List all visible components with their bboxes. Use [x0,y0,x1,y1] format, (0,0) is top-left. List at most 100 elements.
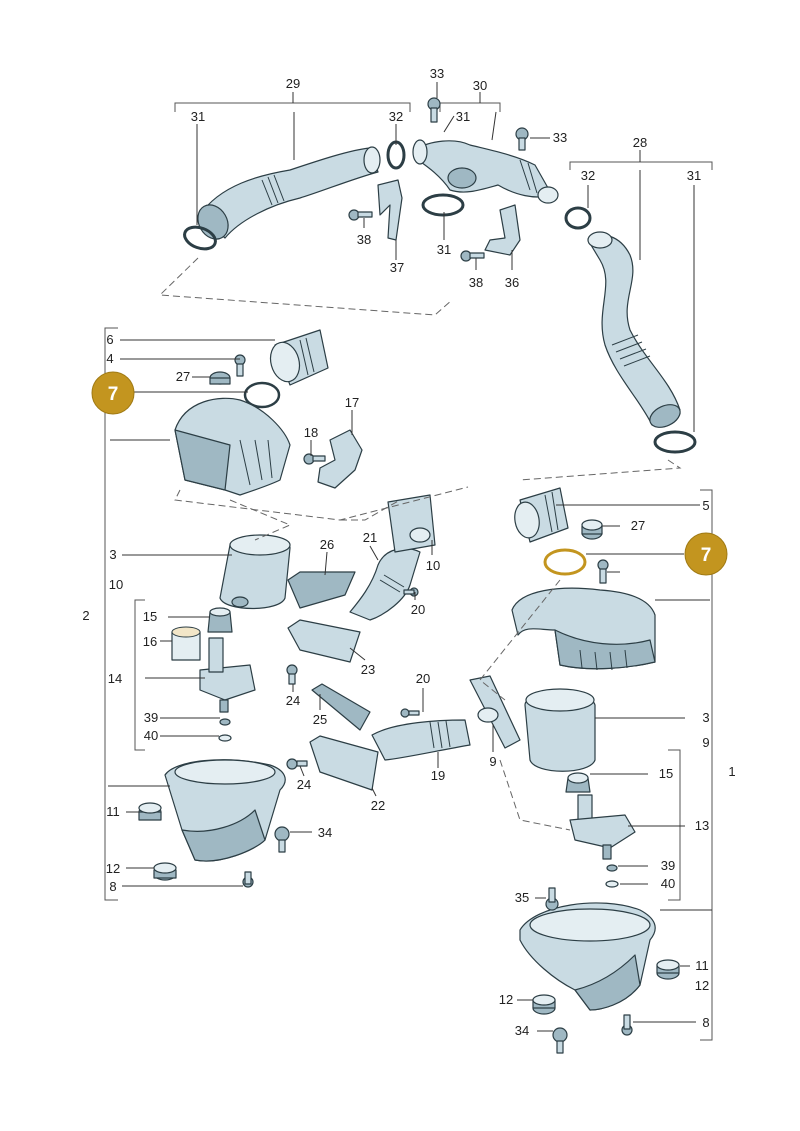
screw-icon [286,664,298,685]
screw-icon [400,708,420,718]
label-15: 15 [659,766,673,781]
label-40: 40 [144,728,158,743]
bracket-22 [309,735,379,791]
label-27: 27 [631,518,645,533]
seal-ring-highlight [543,548,587,576]
callout-7-left: 7 [91,371,135,415]
bolt-icon [348,209,373,221]
grommet-icon [656,959,680,980]
label-14: 14 [108,671,122,686]
intake-duct-21 [349,547,421,621]
label-33: 33 [553,130,567,145]
duct-plate-26 [287,571,356,609]
label-8: 8 [702,1015,709,1030]
svg-text:7: 7 [108,384,119,405]
label-12: 12 [499,992,513,1007]
label-9: 9 [702,735,709,750]
hose-clamp [421,193,465,217]
hose-clamp [564,206,592,230]
svg-text:7: 7 [701,545,712,566]
left-airbox-group [104,327,521,901]
grommet-icon [209,371,231,385]
label-4: 4 [106,351,113,366]
label-31: 31 [456,109,470,124]
label-34: 34 [318,825,332,840]
part-number-labels: 29 30 33 31 32 31 33 28 32 31 38 37 31 3… [82,66,735,1038]
grommet-icon [138,802,162,821]
label-20: 20 [411,602,425,617]
grommet-icon [532,994,556,1015]
label-16: 16 [143,634,157,649]
bolt-icon [427,97,441,123]
label-2: 2 [82,608,89,623]
label-21: 21 [363,530,377,545]
label-32: 32 [389,109,403,124]
hose-clamp [386,140,406,170]
grommet-icon [153,862,177,881]
label-31: 31 [687,168,701,183]
clip-icon [552,1027,568,1054]
screw-icon [242,871,254,888]
label-36: 36 [505,275,519,290]
duct-plate-25 [311,683,371,731]
label-3: 3 [109,547,116,562]
screw-icon [234,354,246,377]
label-12: 12 [695,978,709,993]
label-24: 24 [286,693,300,708]
top-hose-group [158,82,713,481]
grommet-icon [581,519,603,540]
cover-10 [387,494,436,553]
label-1: 1 [728,764,735,779]
bolt-icon [545,887,559,911]
label-13: 13 [695,818,709,833]
label-18: 18 [304,425,318,440]
label-10: 10 [109,577,123,592]
label-6: 6 [106,332,113,347]
screw-icon [597,559,609,584]
valve-14 [199,664,256,701]
label-28: 28 [633,135,647,150]
intake-hose-28 [587,234,681,426]
bolt-icon [515,127,529,151]
screw-icon [286,758,308,770]
bracket-37 [377,179,403,241]
hose-clamp [183,225,217,251]
label-37: 37 [390,260,404,275]
label-11: 11 [695,958,709,973]
label-32: 32 [581,168,595,183]
label-34: 34 [515,1023,529,1038]
label-23: 23 [361,662,375,677]
label-26: 26 [320,537,334,552]
label-19: 19 [431,768,445,783]
valve-13 [569,814,636,849]
label-40: 40 [661,876,675,891]
label-38: 38 [469,275,483,290]
bolt-icon [460,250,485,262]
label-3: 3 [702,710,709,725]
label-35: 35 [515,890,529,905]
bracket-23 [287,619,361,663]
label-10: 10 [426,558,440,573]
label-22: 22 [371,798,385,813]
right-airbox-group [479,487,713,1054]
bolt-icon [303,453,326,465]
label-29: 29 [286,76,300,91]
label-30: 30 [473,78,487,93]
label-39: 39 [661,858,675,873]
bracket-36 [484,204,521,256]
label-25: 25 [313,712,327,727]
clip-icon [274,826,290,853]
hose-clamp [653,430,697,454]
intake-hose-30 [414,140,553,198]
label-33: 33 [430,66,444,81]
label-11: 11 [106,804,120,819]
screw-icon [403,587,419,597]
callout-7-right: 7 [684,532,728,576]
label-12: 12 [106,861,120,876]
label-17: 17 [345,395,359,410]
bracket-17 [317,429,363,489]
intake-duct-19 [371,719,471,761]
label-15: 15 [143,609,157,624]
label-9: 9 [489,754,496,769]
